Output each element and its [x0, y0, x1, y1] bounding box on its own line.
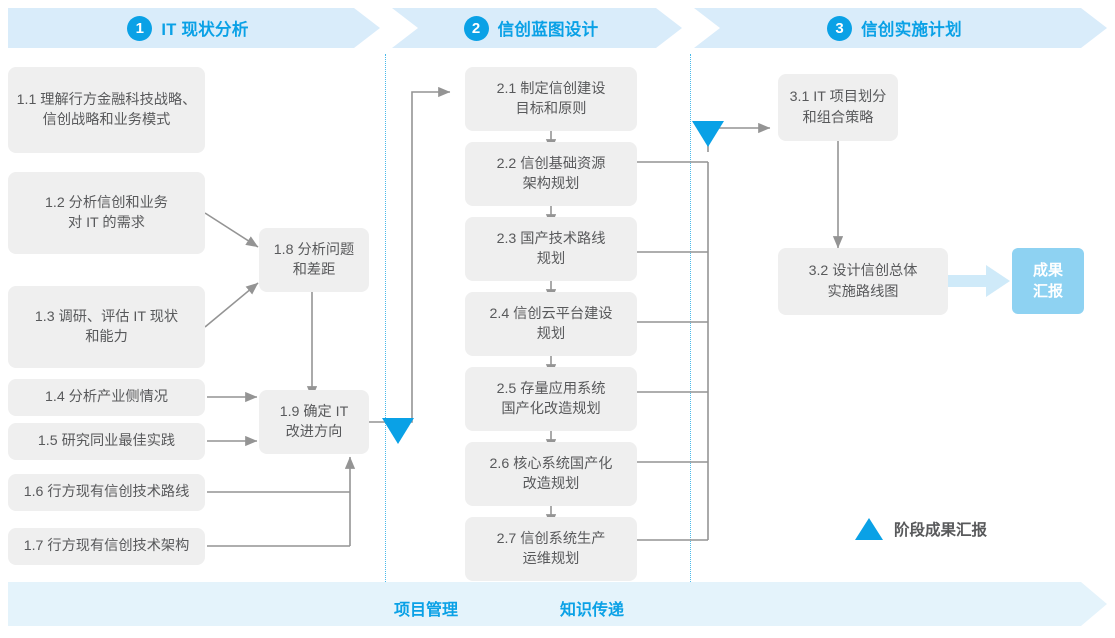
- node-2-3[interactable]: 2.3 国产技术路线 规划: [465, 217, 637, 281]
- node-1-3[interactable]: 1.3 调研、评估 IT 现状 和能力: [8, 286, 205, 368]
- node-2-1[interactable]: 2.1 制定信创建设 目标和原则: [465, 67, 637, 131]
- node-1-4[interactable]: 1.4 分析产业侧情况: [8, 379, 205, 416]
- bottom-label-project-management: 项目管理: [394, 602, 459, 619]
- node-2-5[interactable]: 2.5 存量应用系统 国产化改造规划: [465, 367, 637, 431]
- phase-number-1: 1: [127, 15, 153, 41]
- bottom-banner: [8, 582, 1107, 626]
- phase-number-3: 3: [827, 15, 853, 41]
- node-1-6[interactable]: 1.6 行方现有信创技术路线: [8, 474, 205, 511]
- bottom-label-knowledge-transfer: 知识传递: [560, 602, 625, 619]
- node-2-7[interactable]: 2.7 信创系统生产 运维规划: [465, 517, 637, 581]
- phase-header-1: 1 IT 现状分析: [8, 8, 380, 48]
- phase-divider-2-3: [690, 54, 691, 582]
- node-1-8[interactable]: 1.8 分析问题 和差距: [259, 228, 369, 292]
- phase-divider-1-2: [385, 54, 386, 582]
- node-2-2[interactable]: 2.2 信创基础资源 架构规划: [465, 142, 637, 206]
- milestone-triangle-phase1: [382, 418, 414, 444]
- phase-label-2: 信创蓝图设计: [497, 21, 599, 39]
- phase-header-2: 2 信创蓝图设计: [392, 8, 682, 48]
- node-3-1[interactable]: 3.1 IT 项目划分 和组合策略: [778, 74, 898, 141]
- legend: 阶段成果汇报: [855, 518, 987, 540]
- phase-number-2: 2: [463, 15, 489, 41]
- node-2-6[interactable]: 2.6 核心系统国产化 改造规划: [465, 442, 637, 506]
- result-block-arrow: [948, 265, 1010, 297]
- node-1-2[interactable]: 1.2 分析信创和业务 对 IT 的需求: [8, 172, 205, 254]
- node-1-5[interactable]: 1.5 研究同业最佳实践: [8, 423, 205, 460]
- node-1-7[interactable]: 1.7 行方现有信创技术架构: [8, 528, 205, 565]
- milestone-triangle-phase2: [692, 121, 724, 147]
- phase-label-1: IT 现状分析: [161, 21, 249, 39]
- node-result-report[interactable]: 成果 汇报: [1012, 248, 1084, 314]
- node-1-1[interactable]: 1.1 理解行方金融科技战略、 信创战略和业务模式: [8, 67, 205, 153]
- legend-label: 阶段成果汇报: [894, 522, 988, 539]
- node-2-4[interactable]: 2.4 信创云平台建设 规划: [465, 292, 637, 356]
- phase-header-3: 3 信创实施计划: [694, 8, 1107, 48]
- phase-label-3: 信创实施计划: [861, 21, 962, 39]
- node-1-9[interactable]: 1.9 确定 IT 改进方向: [259, 390, 369, 454]
- milestone-triangle-icon: [855, 518, 883, 540]
- node-3-2[interactable]: 3.2 设计信创总体 实施路线图: [778, 248, 948, 315]
